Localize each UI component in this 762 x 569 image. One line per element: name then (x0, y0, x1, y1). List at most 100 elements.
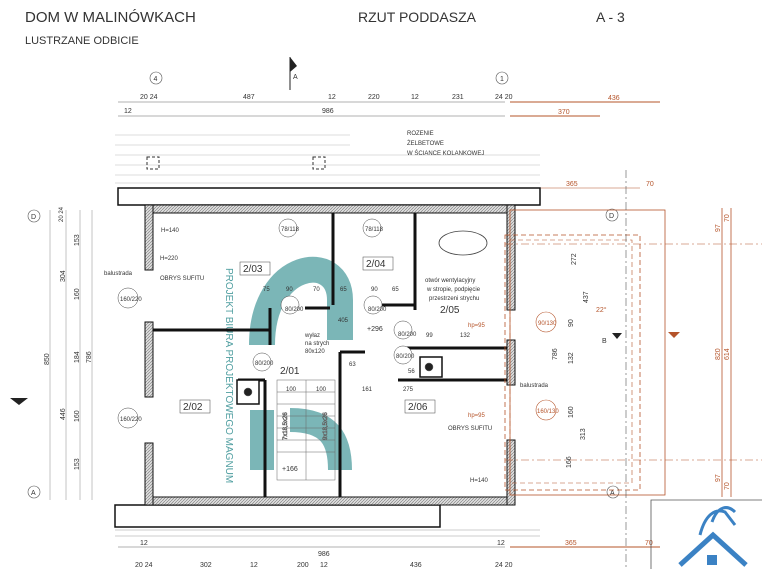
svg-text:wyłaz: wyłaz (304, 333, 320, 339)
svg-text:986: 986 (318, 551, 330, 558)
svg-text:w stropie, podpięcie: w stropie, podpięcie (426, 287, 481, 293)
svg-text:ROZENIE: ROZENIE (407, 131, 434, 137)
svg-text:balustrada: balustrada (104, 271, 133, 277)
svg-text:70: 70 (724, 482, 731, 490)
svg-text:24 20: 24 20 (495, 94, 513, 101)
svg-text:+296: +296 (367, 326, 383, 333)
bathtub-icon (438, 230, 488, 256)
svg-text:272: 272 (571, 253, 578, 265)
svg-text:80/200: 80/200 (285, 307, 304, 313)
svg-text:B: B (602, 338, 607, 345)
svg-text:220: 220 (368, 94, 380, 101)
svg-text:160/130: 160/130 (537, 409, 559, 415)
svg-text:786: 786 (86, 351, 93, 363)
svg-text:H=140: H=140 (161, 228, 180, 234)
svg-text:na strych: na strych (305, 341, 329, 347)
axis-1: 1 (500, 76, 504, 83)
plan-annotations: H=220 H=140 OBRYS SUFITU OBRYS SUFITU H=… (104, 228, 549, 484)
svg-text:80x120: 80x120 (305, 349, 325, 355)
svg-text:90: 90 (568, 319, 575, 327)
svg-text:65: 65 (392, 287, 399, 293)
top-dimensions: 20 24 487 12 220 12 231 24 20 436 12 986… (118, 94, 660, 189)
svg-text:487: 487 (243, 94, 255, 101)
room-2-06: 2/06 (408, 402, 428, 413)
outer-walls (144, 204, 516, 506)
svg-text:20 24: 20 24 (140, 94, 158, 101)
axis-a-right: A (610, 490, 615, 497)
svg-text:20 24: 20 24 (135, 562, 153, 569)
room-labels: 2/03 2/04 2/05 2/01 2/02 2/06 (179, 256, 460, 414)
room-2-04: 2/04 (366, 259, 386, 270)
svg-text:ŻELBETOWE: ŻELBETOWE (407, 140, 444, 147)
svg-text:100: 100 (316, 387, 327, 393)
svg-text:200: 200 (297, 562, 309, 569)
svg-text:614: 614 (724, 348, 731, 360)
terrace-outline (504, 170, 762, 569)
sheet-title: RZUT PODDASZA (358, 9, 476, 25)
svg-text:balustrada: balustrada (520, 383, 549, 389)
svg-text:12: 12 (250, 562, 258, 569)
svg-text:786: 786 (552, 348, 559, 360)
svg-text:313: 313 (580, 428, 587, 440)
svg-text:W ŚCIANCE KOLANKOWEJ: W ŚCIANCE KOLANKOWEJ (407, 149, 484, 157)
svg-text:370: 370 (558, 109, 570, 116)
svg-text:78/118: 78/118 (365, 227, 384, 233)
svg-text:80/200: 80/200 (255, 361, 274, 367)
svg-text:437: 437 (583, 291, 590, 303)
room-2-01: 2/01 (280, 366, 300, 377)
svg-text:24 20: 24 20 (495, 562, 513, 569)
svg-text:12: 12 (320, 562, 328, 569)
svg-text:446: 446 (60, 408, 67, 420)
svg-text:80/200: 80/200 (396, 354, 415, 360)
project-variant: LUSTRZANE ODBICIE (25, 35, 139, 47)
svg-text:65: 65 (340, 287, 347, 293)
section-mark-b: B (10, 332, 680, 405)
svg-text:9x18,5x26: 9x18,5x26 (323, 412, 329, 440)
svg-text:153: 153 (74, 234, 81, 246)
svg-text:80/200: 80/200 (398, 332, 417, 338)
axis-d-right: D (609, 213, 614, 220)
svg-text:365: 365 (566, 181, 578, 188)
svg-text:70: 70 (646, 181, 654, 188)
svg-text:436: 436 (410, 562, 422, 569)
svg-text:przestrzeni strychu: przestrzeni strychu (429, 296, 479, 302)
room-2-05: 2/05 (440, 305, 460, 316)
svg-text:160/220: 160/220 (120, 297, 142, 303)
svg-text:97: 97 (715, 224, 722, 232)
svg-text:H=140: H=140 (470, 478, 489, 484)
left-dimensions: 20 24 153 304 160 850 184 786 446 160 15… (44, 206, 93, 500)
svg-text:90: 90 (286, 287, 293, 293)
svg-text:166: 166 (566, 456, 573, 468)
svg-text:365: 365 (565, 540, 577, 547)
svg-text:56: 56 (408, 369, 415, 375)
svg-text:405: 405 (338, 318, 349, 324)
svg-text:12: 12 (411, 94, 419, 101)
svg-text:132: 132 (568, 352, 575, 364)
axis-d-left: D (31, 214, 36, 221)
svg-text:436: 436 (608, 95, 620, 102)
svg-text:70: 70 (724, 214, 731, 222)
room-2-03: 2/03 (243, 264, 263, 275)
svg-text:132: 132 (460, 333, 471, 339)
svg-text:H=220: H=220 (160, 256, 179, 262)
svg-text:231: 231 (452, 94, 464, 101)
svg-text:304: 304 (60, 270, 67, 282)
svg-text:820: 820 (715, 348, 722, 360)
svg-text:160: 160 (74, 288, 81, 300)
svg-text:75: 75 (263, 287, 270, 293)
project-title: DOM W MALINÓWKACH (25, 9, 196, 26)
svg-text:850: 850 (44, 353, 51, 365)
room-2-02: 2/02 (183, 402, 203, 413)
section-mark-a: A (289, 57, 298, 90)
roof-eave-bottom: 12 986 12 365 70 20 24 302 12 200 12 436… (114, 504, 660, 569)
door-tags: 80/200 80/200 80/200 80/200 80/200 78/11… (117, 218, 559, 429)
roof-eave-top: ROZENIE ŻELBETOWE W ŚCIANCE KOLANKOWEJ (115, 131, 541, 206)
svg-text:7x18,5x26: 7x18,5x26 (283, 412, 289, 440)
svg-text:161: 161 (362, 387, 373, 393)
svg-text:12: 12 (328, 94, 336, 101)
axis-a-left: A (31, 490, 36, 497)
inner-dimensions: 75 90 70 65 90 65 405 99 132 100 100 63 … (263, 287, 471, 393)
svg-text:80/200: 80/200 (368, 307, 387, 313)
svg-text:hp=95: hp=95 (468, 323, 486, 329)
